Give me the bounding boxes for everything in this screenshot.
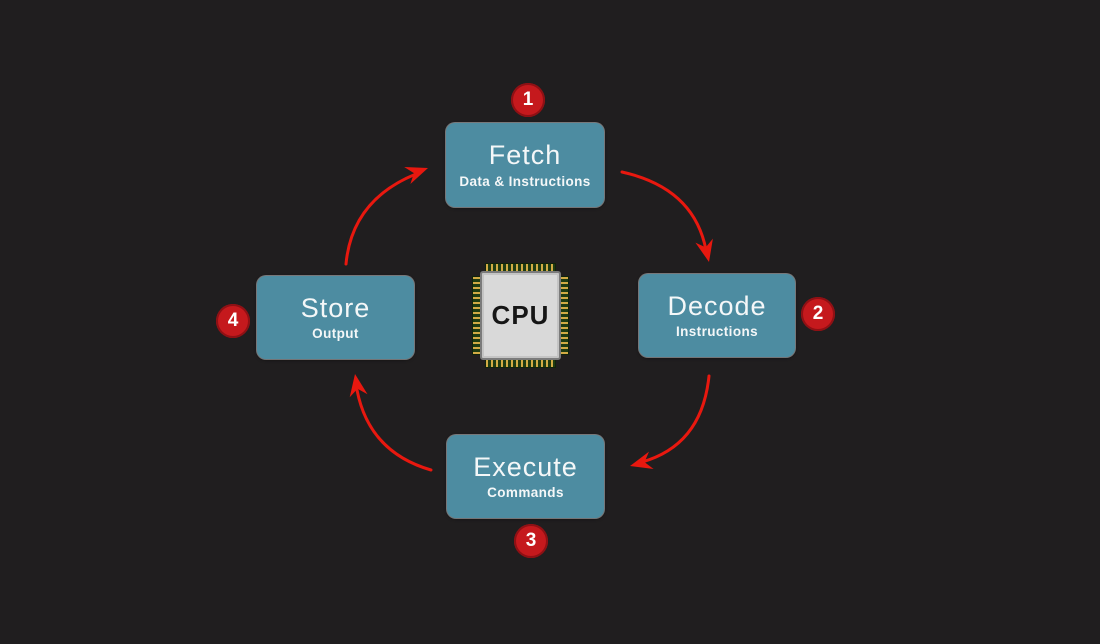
- step-box-decode: Decode Instructions: [639, 274, 795, 357]
- step-title-fetch: Fetch: [488, 140, 562, 171]
- step-box-fetch: Fetch Data & Instructions: [446, 123, 604, 207]
- step-subtitle-decode: Instructions: [675, 324, 759, 340]
- cpu-chip-icon: CPU: [472, 263, 569, 368]
- step-title-store: Store: [300, 292, 371, 323]
- badge-step-1: 1: [511, 83, 545, 117]
- step-subtitle-store: Output: [312, 326, 359, 342]
- step-box-store: Store Output: [257, 276, 414, 359]
- step-subtitle-execute: Commands: [487, 485, 564, 501]
- arrow-fetch-to-decode: [620, 170, 713, 262]
- arrow-store-to-fetch: [344, 167, 428, 266]
- badge-step-2: 2: [801, 297, 835, 331]
- badge-step-3: 3: [514, 524, 548, 558]
- arrow-execute-to-store: [349, 374, 433, 472]
- step-title-execute: Execute: [473, 451, 578, 482]
- step-subtitle-fetch: Data & Instructions: [459, 173, 591, 189]
- cpu-label: CPU: [491, 300, 550, 330]
- step-box-execute: Execute Commands: [447, 435, 604, 518]
- arrow-decode-to-execute: [630, 374, 711, 469]
- chip-body: CPU: [480, 271, 561, 360]
- badge-step-4: 4: [216, 304, 250, 338]
- step-title-decode: Decode: [667, 290, 767, 321]
